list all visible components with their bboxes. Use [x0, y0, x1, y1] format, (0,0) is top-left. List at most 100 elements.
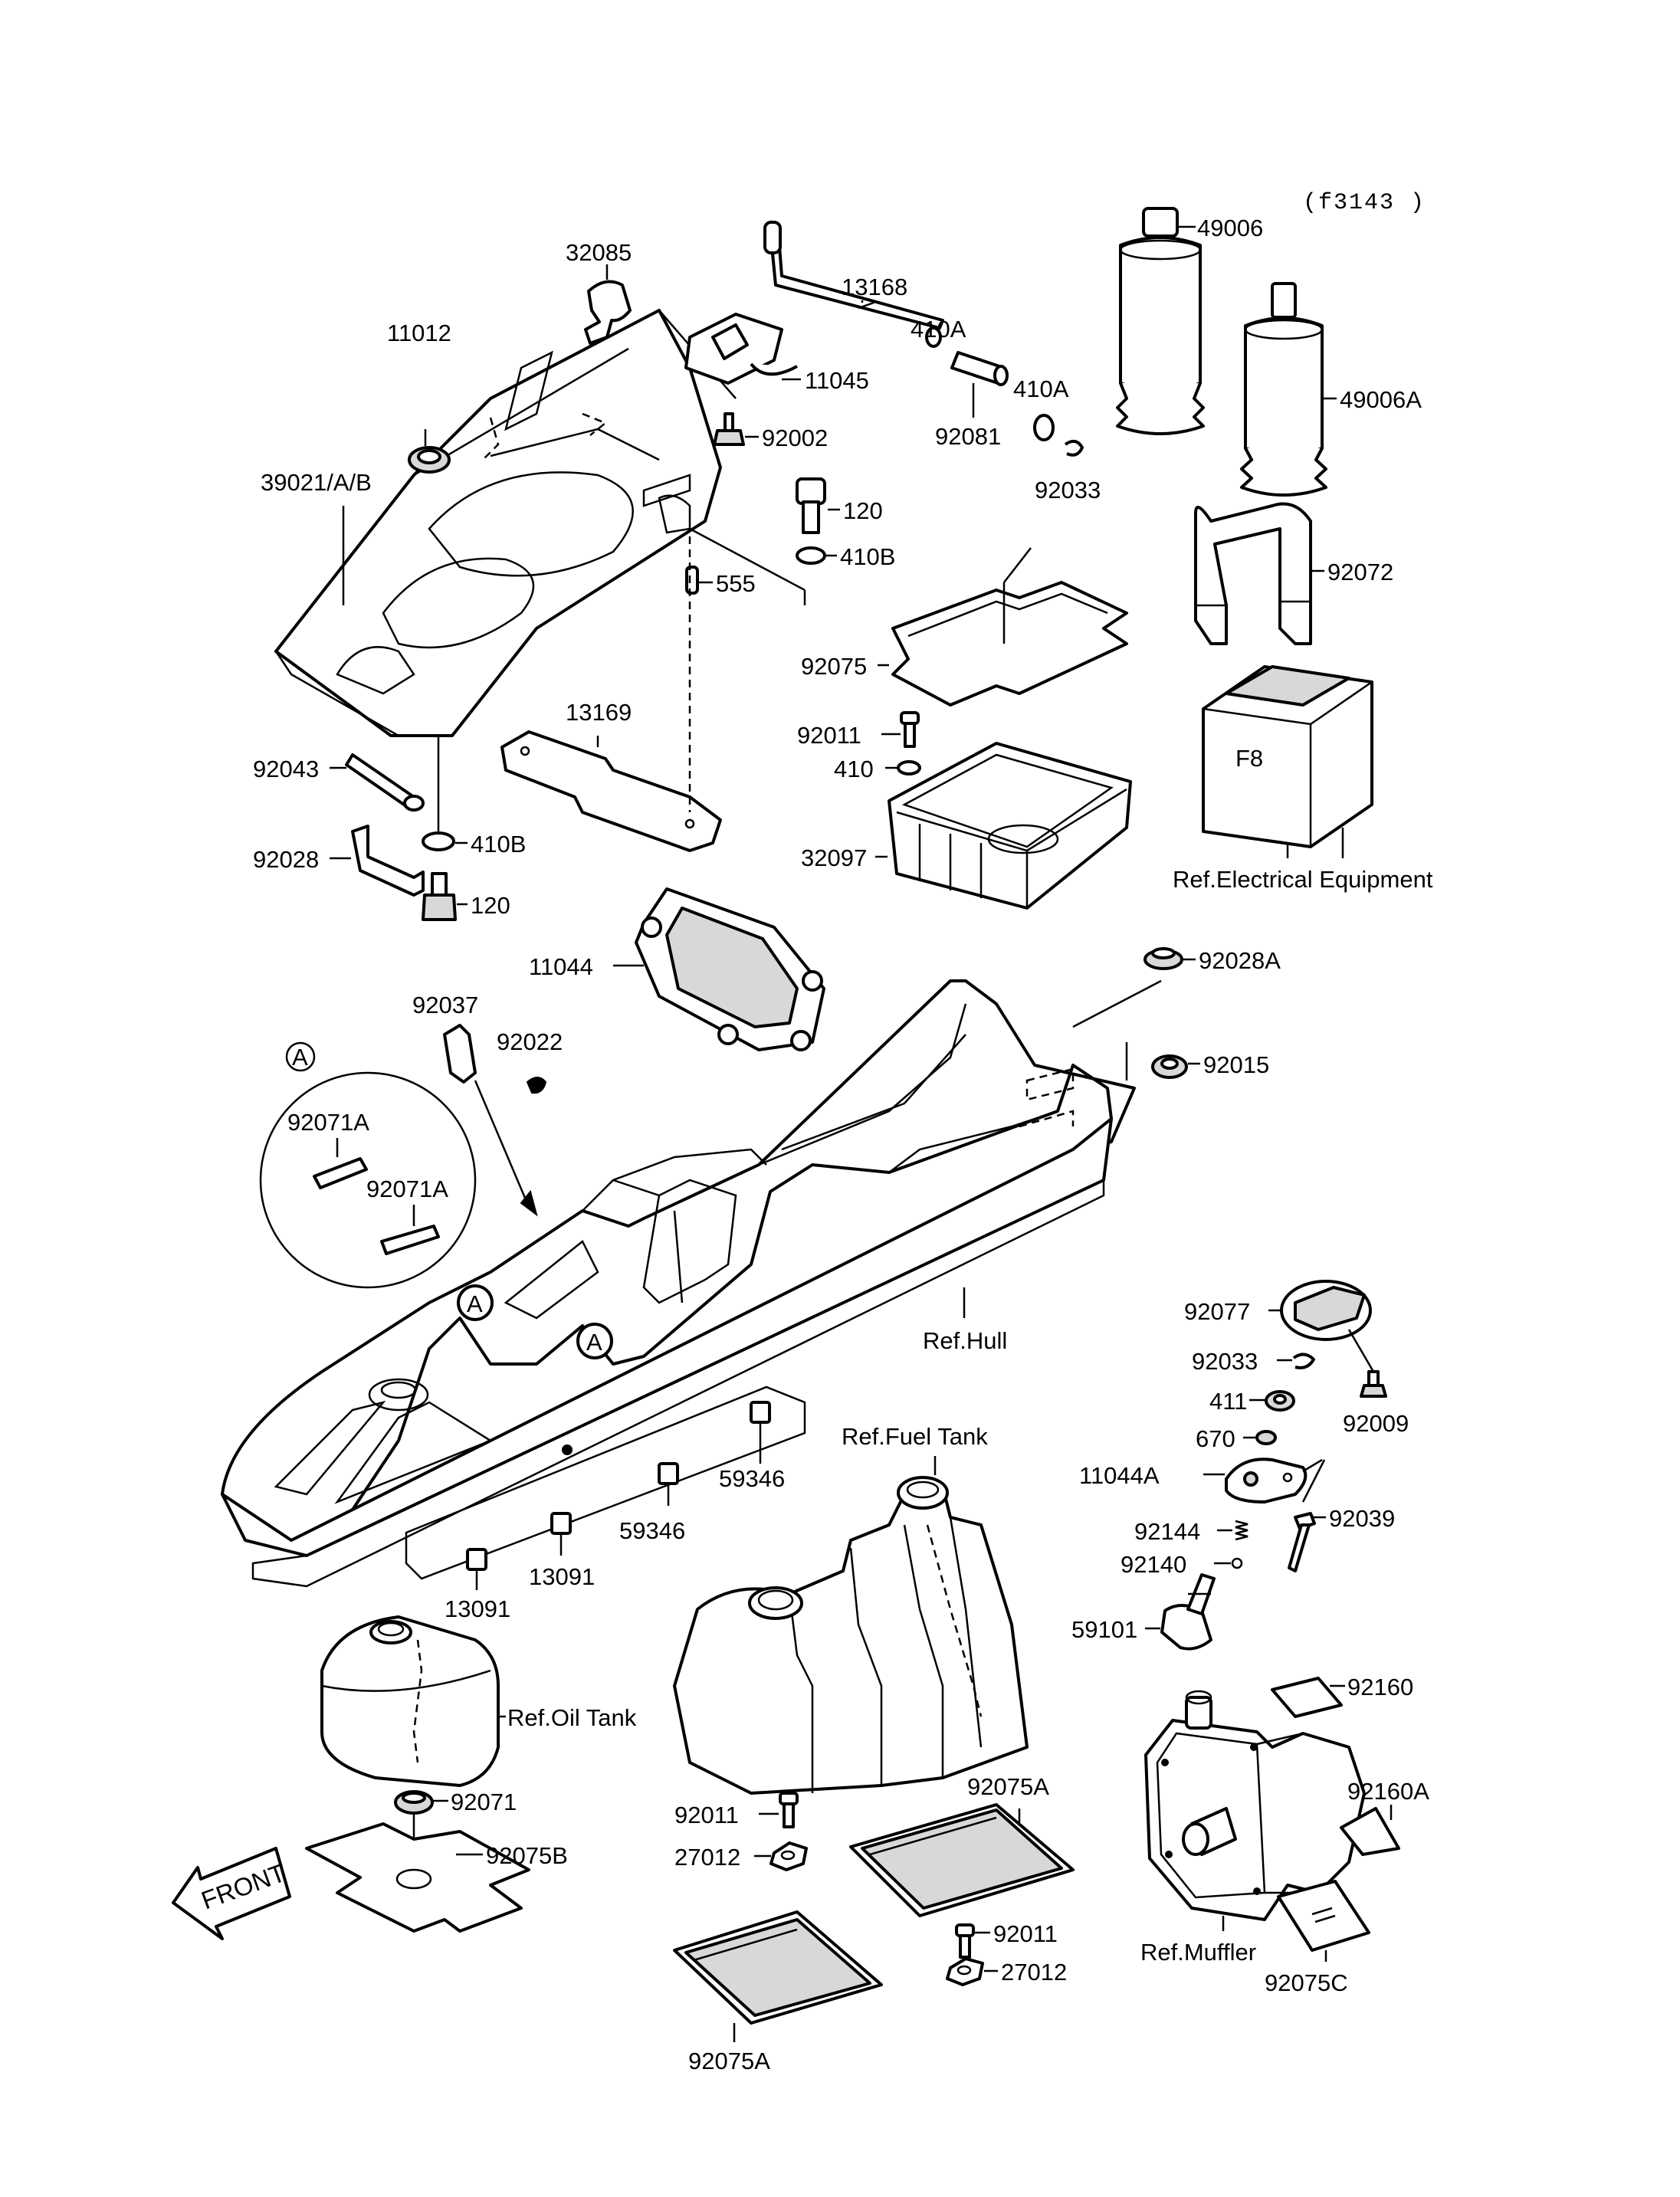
part-92075C-pad	[1277, 1880, 1370, 1952]
detail-circle-A: A	[259, 1041, 477, 1289]
front-arrow: FRONT	[172, 1847, 291, 1940]
ref-oil-tank: Ref.Oil Tank	[507, 1704, 637, 1731]
part-92033-clip	[1292, 1353, 1315, 1369]
part-27012-nut-1	[769, 1841, 808, 1871]
part-49006-canister	[1116, 207, 1205, 435]
part-92009-screw	[1360, 1370, 1387, 1398]
part-59101-valve	[1160, 1573, 1216, 1651]
ref-fuel-tank: Ref.Fuel Tank	[842, 1423, 988, 1450]
part-92011-screw-box	[900, 711, 920, 748]
part-92033-clip-top	[1064, 439, 1084, 457]
callout-49006: 49006	[1197, 215, 1263, 241]
callout-92071A-2: 92071A	[366, 1176, 448, 1202]
callout-92075A-2: 92075A	[688, 2048, 770, 2074]
part-92011-screw-1	[779, 1792, 799, 1828]
callout-555: 555	[716, 570, 756, 597]
part-410A-washer-1	[925, 326, 942, 348]
callout-92077: 92077	[1184, 1298, 1250, 1325]
callout-11044: 11044	[529, 953, 593, 980]
part-27012-nut-2	[946, 1957, 984, 1986]
part-92043-pin	[345, 753, 425, 812]
callout-92037: 92037	[412, 992, 478, 1018]
callout-92028: 92028	[253, 846, 319, 873]
callout-92028A: 92028A	[1199, 947, 1281, 974]
hull-marker-A2: A	[576, 1323, 613, 1359]
hull	[221, 979, 1136, 1588]
ref-hull: Ref.Hull	[923, 1327, 1007, 1354]
part-92140-ball	[1231, 1557, 1243, 1569]
hull-marker-A1: A	[457, 1284, 494, 1321]
battery-mark: F8	[1235, 745, 1263, 772]
part-11044-gasket	[635, 887, 825, 1051]
part-120-bolt-bot	[422, 872, 457, 921]
callout-92015: 92015	[1203, 1051, 1269, 1078]
callout-92002: 92002	[762, 425, 828, 451]
svg-text:A: A	[586, 1329, 602, 1356]
part-92072-strap	[1194, 502, 1312, 645]
ref-muffler: Ref.Muffler	[1140, 1939, 1256, 1966]
callout-92160A: 92160A	[1347, 1778, 1429, 1805]
part-92015-nut	[1151, 1054, 1188, 1079]
callout-410B-bot: 410B	[471, 831, 526, 857]
fuel-tank	[673, 1476, 1029, 1795]
part-410-washer	[897, 760, 921, 776]
part-555-pin	[685, 566, 699, 595]
callout-410: 410	[834, 756, 874, 782]
part-92039-rivet	[1288, 1512, 1316, 1572]
part-13168-rod	[763, 221, 944, 330]
part-92075B-pad	[305, 1822, 530, 1933]
callout-59346-1: 59346	[719, 1465, 785, 1492]
callout-411: 411	[1209, 1388, 1247, 1415]
part-92081-bushing	[950, 351, 1009, 386]
callout-410B-top: 410B	[840, 543, 895, 570]
part-32085-knob	[584, 280, 632, 345]
callout-59101: 59101	[1071, 1616, 1137, 1643]
part-410B-washer-bot	[422, 831, 455, 851]
part-92160A-pad	[1340, 1807, 1400, 1856]
battery: F8	[1202, 665, 1373, 848]
callout-92075C: 92075C	[1265, 1969, 1348, 1996]
part-11012-cap	[408, 446, 451, 474]
callout-13168: 13168	[842, 274, 907, 300]
part-39021-engine-cover	[274, 309, 722, 737]
callout-32097: 32097	[801, 844, 867, 871]
muffler	[1144, 1690, 1366, 1921]
callout-92071A-1: 92071A	[287, 1109, 369, 1136]
part-92002-bolt	[713, 412, 745, 446]
part-92022-tag	[526, 1077, 547, 1094]
callout-92160: 92160	[1347, 1674, 1413, 1700]
part-49006A-canister	[1240, 282, 1327, 497]
callout-92081: 92081	[935, 423, 1001, 450]
detail-A-label: A	[292, 1044, 308, 1071]
callout-39021: 39021/A/B	[261, 469, 372, 496]
part-32097-tray	[888, 742, 1132, 910]
callout-92075B: 92075B	[486, 1842, 568, 1869]
callout-49006A: 49006A	[1340, 386, 1422, 413]
callout-92140: 92140	[1121, 1551, 1186, 1578]
part-13169-plate	[500, 730, 722, 852]
part-92075A-pad-1	[849, 1803, 1075, 1917]
part-92144-spring	[1235, 1520, 1249, 1541]
callout-92011-2: 92011	[993, 1920, 1058, 1947]
callout-11044A: 11044A	[1079, 1462, 1160, 1489]
callout-13091-2: 13091	[445, 1595, 510, 1622]
part-410A-washer-2	[1033, 414, 1055, 441]
part-11045-bracket	[684, 313, 798, 385]
part-410B-washer-top	[796, 546, 826, 565]
ref-electrical-equipment: Ref.Electrical Equipment	[1173, 866, 1433, 893]
part-92028A-grommet	[1144, 947, 1183, 970]
callout-92043: 92043	[253, 756, 319, 782]
callout-11045: 11045	[805, 367, 869, 394]
callout-92075A-1: 92075A	[967, 1773, 1049, 1800]
callout-92039: 92039	[1329, 1505, 1395, 1532]
callout-120-bot: 120	[471, 892, 510, 919]
callout-92072: 92072	[1327, 559, 1393, 585]
part-411-washer	[1265, 1390, 1295, 1412]
callout-670: 670	[1196, 1425, 1235, 1452]
callout-59346-2: 59346	[619, 1517, 685, 1544]
callout-92022: 92022	[497, 1028, 563, 1055]
callout-27012-2: 27012	[1001, 1959, 1067, 1985]
callout-410A-2: 410A	[1013, 375, 1069, 402]
callout-27012-1: 27012	[674, 1844, 740, 1871]
